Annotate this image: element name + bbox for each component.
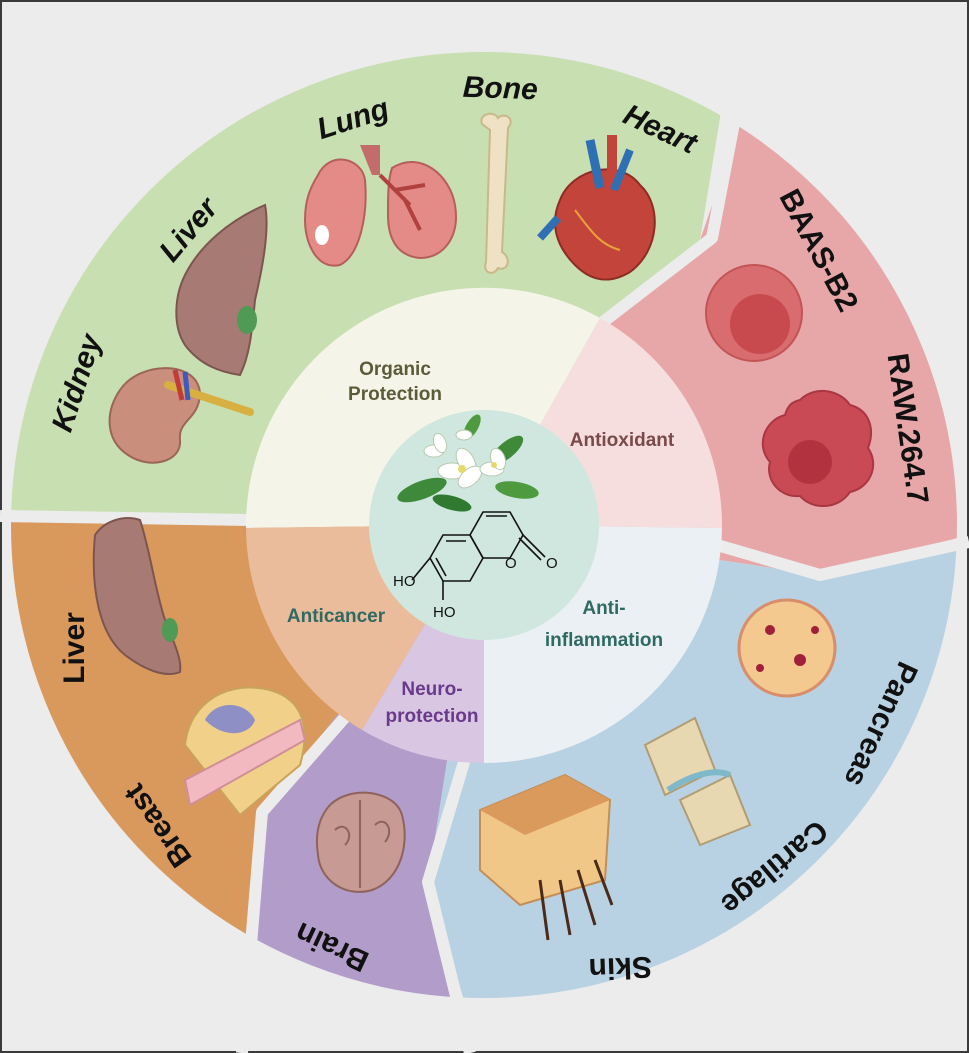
liver-orange-label: Liver [58, 612, 91, 684]
jasmine-flower-icon [397, 414, 539, 512]
organic-protection-label-line2: Protection [348, 384, 442, 405]
heart-icon [537, 135, 656, 281]
center-disc [369, 410, 599, 640]
anti-inflammation-label-line1: Anti- [582, 598, 625, 619]
raw-264-7-cell-icon [761, 389, 875, 508]
molecule-ho-lower-label: HO [433, 604, 456, 621]
organic-protection-label-line1: Organic [359, 359, 431, 380]
molecule-ho-upper-label: HO [393, 573, 416, 590]
molecule-ring-oxygen-label: O [505, 555, 517, 572]
skin-section-icon [479, 773, 614, 941]
7-8-dihydroxycoumarin-structure-icon [411, 511, 546, 600]
antioxidant-inner-label: Antioxidant [570, 430, 675, 451]
anticancer-inner-label: Anticancer [287, 606, 386, 627]
outer-rim [7, 48, 961, 1002]
anti-inflammation-label-line2: inflammation [545, 630, 663, 651]
neuroprotection-label-line1: Neuro- [401, 679, 462, 700]
liver-icon [175, 203, 268, 377]
molecule-carbonyl-oxygen-label: O [546, 555, 558, 572]
skin-label: Skin [588, 950, 652, 985]
breast-tissue-icon [183, 686, 307, 817]
neuroprotection-label-line2: protection [386, 706, 479, 727]
cartilage-joint-icon [643, 716, 752, 847]
pancreas-tissue-icon [737, 598, 837, 698]
lung-icon [303, 145, 457, 267]
sector-separators [0, 116, 969, 1053]
bone-label: Bone [462, 71, 538, 107]
liver-anticancer-icon [92, 517, 182, 675]
bone-icon [480, 112, 512, 274]
kidney-icon [108, 367, 254, 464]
brain-icon [315, 791, 406, 893]
baas-b2-cell-icon [705, 264, 803, 362]
